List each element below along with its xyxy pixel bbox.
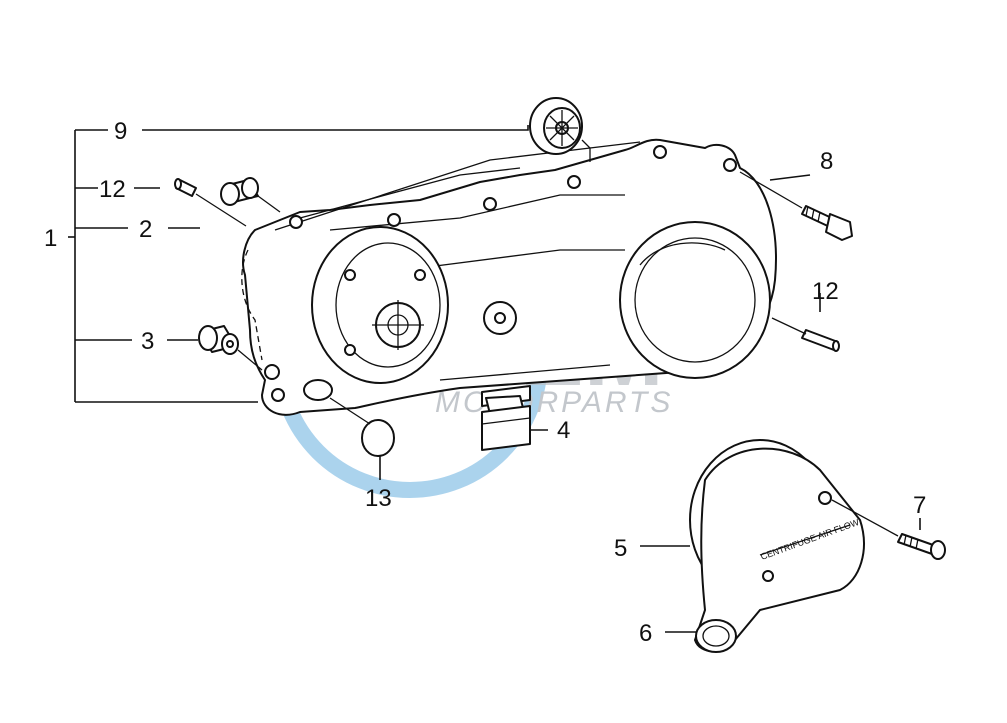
callout-12-lower: 12	[812, 278, 839, 305]
part-9-pulley	[529, 97, 591, 162]
part-6-duct-outlet	[695, 619, 737, 653]
callout-5: 5	[614, 535, 627, 562]
callout-6: 6	[639, 620, 652, 647]
callout-2: 2	[139, 216, 152, 243]
callout-3: 3	[141, 328, 154, 355]
callout-7: 7	[913, 492, 926, 519]
part-13-plug	[329, 397, 395, 457]
leader-lines	[134, 125, 921, 633]
gasket	[241, 249, 263, 361]
part-4-block	[481, 385, 531, 451]
part-12-pin-lower	[771, 317, 840, 352]
callout-12-upper: 12	[99, 176, 126, 203]
callout-8: 8	[820, 148, 833, 175]
callout-4: 4	[557, 417, 570, 444]
callout-labels: 9 12 2 1 3 4 13 8 12 5 6 7	[44, 118, 926, 647]
callout-1: 1	[44, 225, 57, 252]
callout-9: 9	[114, 118, 127, 145]
part-2-spacer	[220, 177, 281, 213]
part-3-bush	[198, 325, 263, 371]
part-8-bolt	[739, 171, 853, 241]
callout-1-bracket	[68, 129, 258, 403]
variator-opening	[311, 226, 449, 384]
part-5-air-duct: CENTRIFUGE AIR FLOW	[689, 439, 865, 653]
part-7-screw	[831, 499, 946, 560]
part-12-pin-upper	[174, 178, 247, 227]
transmission-cover	[241, 138, 777, 416]
callout-13: 13	[365, 485, 392, 512]
watermark-tagline: MOTORPARTS	[435, 386, 673, 419]
clutch-housing	[619, 221, 771, 379]
